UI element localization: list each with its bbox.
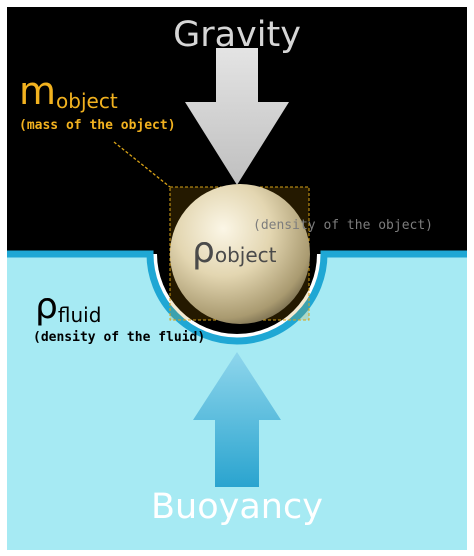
fluid-surface <box>7 250 467 345</box>
mass-leader-line <box>113 141 171 188</box>
buoyancy-arrow <box>193 352 281 487</box>
rho-object-label: ρobject <box>192 230 277 271</box>
rho-fluid-caption: (density of the fluid) <box>33 330 205 345</box>
gravity-arrow <box>185 48 289 185</box>
mass-label: mobject <box>19 69 118 113</box>
object-sphere <box>170 184 310 324</box>
rho-object-symbol: ρ <box>192 230 215 271</box>
rho-object-subscript: object <box>215 243 277 267</box>
rho-fluid-subscript: fluid <box>58 303 102 327</box>
rho-fluid-symbol: ρ <box>35 286 58 327</box>
mass-symbol: m <box>19 69 56 113</box>
buoyancy-label: Buoyancy <box>151 487 323 527</box>
rho-fluid-label: ρfluid <box>35 286 101 327</box>
mass-subscript: object <box>56 89 118 113</box>
gravity-label: Gravity <box>173 15 301 55</box>
rho-object-caption: (density of the object) <box>253 218 433 233</box>
mass-caption: (mass of the object) <box>19 118 176 133</box>
